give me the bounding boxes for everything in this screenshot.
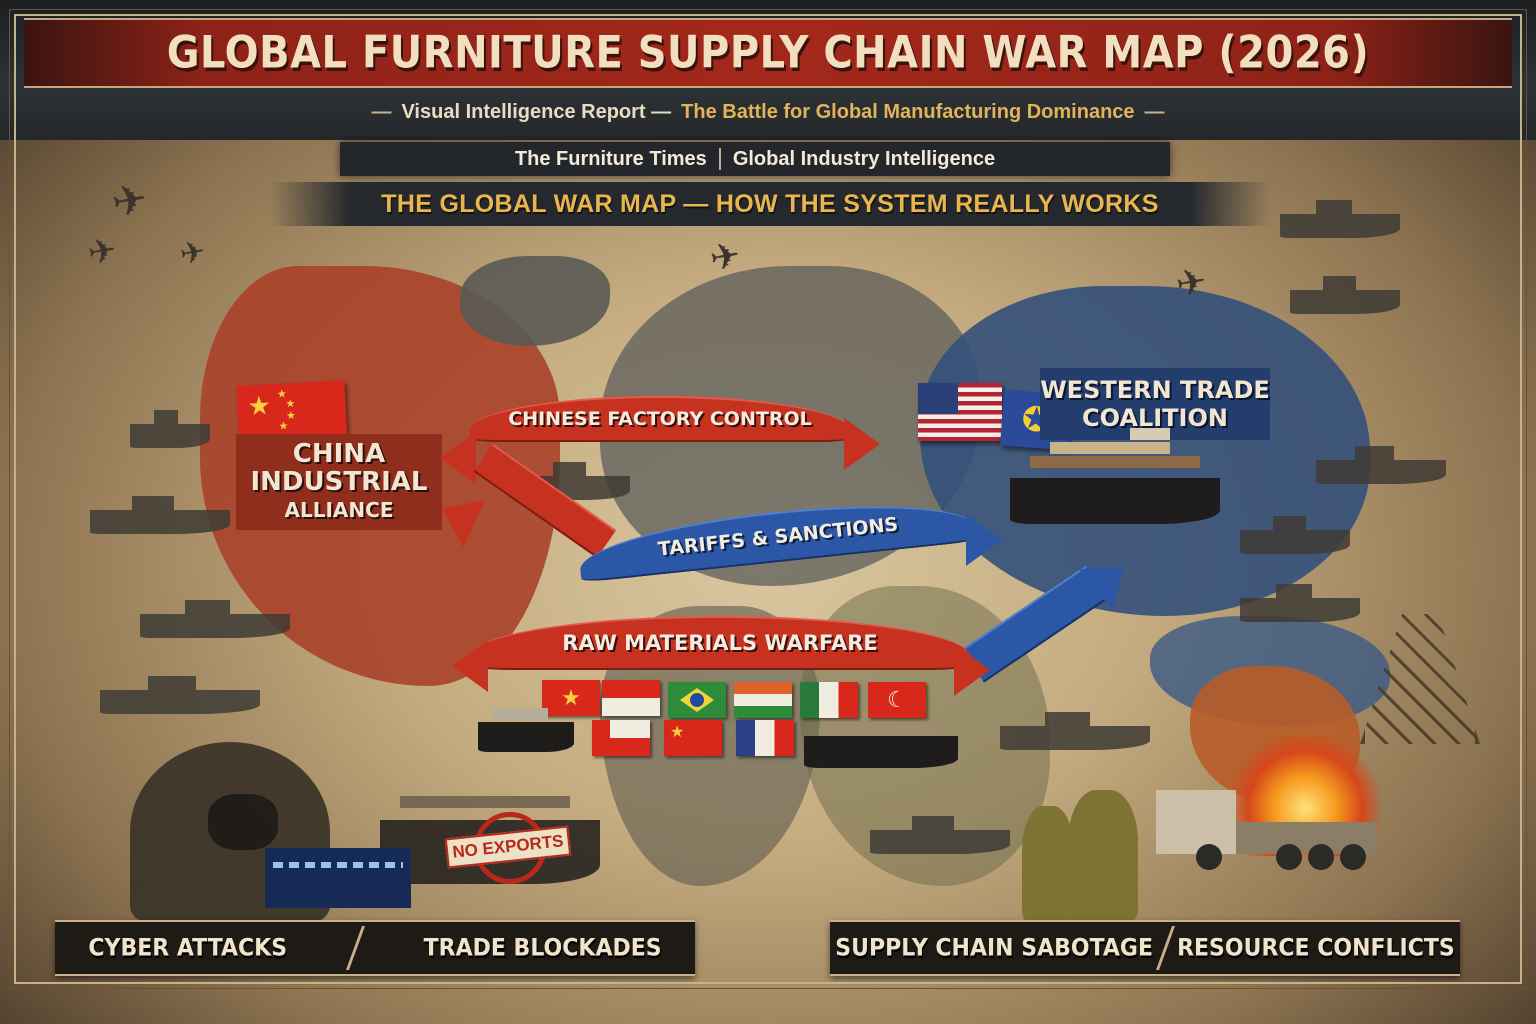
label-trade-blockades: TRADE BLOCKADES: [423, 934, 662, 962]
arrow-label: RAW MATERIALS WARFARE: [562, 631, 878, 655]
west-label-line1: WESTERN TRADE: [1040, 376, 1270, 404]
label-resource-conflicts: RESOURCE CONFLICTS: [1177, 934, 1455, 962]
divider: [345, 926, 365, 970]
subtitle: — Visual Intelligence Report — The Battl…: [0, 94, 1536, 130]
no-exports-label: NO EXPORTS: [444, 825, 572, 869]
warship-icon: [140, 600, 290, 638]
soldier-figure: [1022, 806, 1074, 920]
star-icon: ★: [670, 724, 685, 741]
turkey-flag: ☾: [868, 682, 926, 718]
warship-icon: [1000, 712, 1150, 750]
china-industrial-alliance-label: CHINA INDUSTRIAL ALLIANCE: [236, 434, 442, 530]
warship-icon: [90, 496, 230, 534]
bottom-bar-right: SUPPLY CHAIN SABOTAGE RESOURCE CONFLICTS: [830, 920, 1460, 976]
page-title: GLOBAL FURNITURE SUPPLY CHAIN WAR MAP (2…: [166, 27, 1370, 79]
warship-icon: [130, 410, 210, 448]
china-label-line2: INDUSTRIAL: [250, 467, 428, 497]
publication-tagline: Global Industry Intelligence: [732, 147, 996, 170]
publication-band: The Furniture Times Global Industry Inte…: [340, 142, 1170, 176]
arrow-label: CHINESE FACTORY CONTROL: [508, 408, 812, 430]
warship-icon: [1240, 584, 1360, 622]
star-icon: ★: [278, 420, 289, 433]
subtitle-report: Visual Intelligence Report —: [401, 100, 672, 123]
header: GLOBAL FURNITURE SUPPLY CHAIN WAR MAP (2…: [0, 0, 1536, 140]
chile-flag: [592, 720, 650, 756]
divider: [1155, 926, 1175, 970]
mexico-flag: [800, 682, 858, 718]
burning-truck-icon: [1156, 782, 1376, 870]
cargo-ship-icon: [1010, 428, 1220, 524]
warship-icon: [1280, 200, 1400, 238]
arrow-head-right-icon: [844, 418, 880, 470]
masked-face: [208, 794, 278, 850]
arrow-head-right-icon: [966, 514, 1002, 566]
usa-flag: [918, 383, 1002, 441]
brazil-flag: [668, 682, 726, 718]
india-flag: [734, 682, 792, 718]
warship-icon: [100, 676, 260, 714]
hooded-hacker-figure: [130, 742, 330, 922]
arrow-head-left-icon: [452, 640, 488, 692]
star-icon: ★: [246, 390, 272, 422]
publication-name: The Furniture Times: [514, 147, 707, 170]
warship-icon: [1240, 516, 1350, 554]
warship-icon: [870, 816, 1010, 854]
no-exports-stamp: NO EXPORTS: [444, 812, 572, 884]
cargo-ship-icon: [478, 708, 574, 752]
greenland-region: [460, 256, 610, 346]
publication-separator: [718, 148, 721, 170]
china-flag-small: ★: [664, 720, 722, 756]
headline: THE GLOBAL WAR MAP — HOW THE SYSTEM REAL…: [381, 189, 1159, 218]
china-label-line3: ALLIANCE: [284, 498, 394, 522]
france-flag: [736, 720, 794, 756]
arrow-head-right-icon: [954, 644, 990, 696]
subtitle-dash-right: —: [1144, 100, 1165, 123]
label-cyber-attacks: CYBER ATTACKS: [88, 934, 288, 962]
title-band: GLOBAL FURNITURE SUPPLY CHAIN WAR MAP (2…: [24, 18, 1512, 88]
warship-icon: [1316, 446, 1446, 484]
star-icon: ★: [561, 685, 581, 710]
subtitle-dash-left: —: [371, 100, 392, 123]
west-label-line2: COALITION: [1082, 404, 1228, 432]
headline-band: THE GLOBAL WAR MAP — HOW THE SYSTEM REAL…: [270, 182, 1270, 226]
china-label-line1: CHINA: [292, 439, 386, 469]
subtitle-battle: The Battle for Global Manufacturing Domi…: [681, 100, 1135, 123]
bottom-bar-left: CYBER ATTACKS TRADE BLOCKADES: [55, 920, 695, 976]
arrow-head-left-icon: [440, 432, 476, 484]
warship-icon: [1290, 276, 1400, 314]
label-supply-chain-sabotage: SUPPLY CHAIN SABOTAGE: [835, 934, 1153, 962]
server-building-icon: [265, 848, 411, 908]
cargo-ship-icon: [804, 722, 958, 768]
indonesia-flag: [602, 680, 660, 716]
vietnam-flag: ★: [542, 680, 600, 716]
soldier-figure: [1068, 790, 1138, 920]
